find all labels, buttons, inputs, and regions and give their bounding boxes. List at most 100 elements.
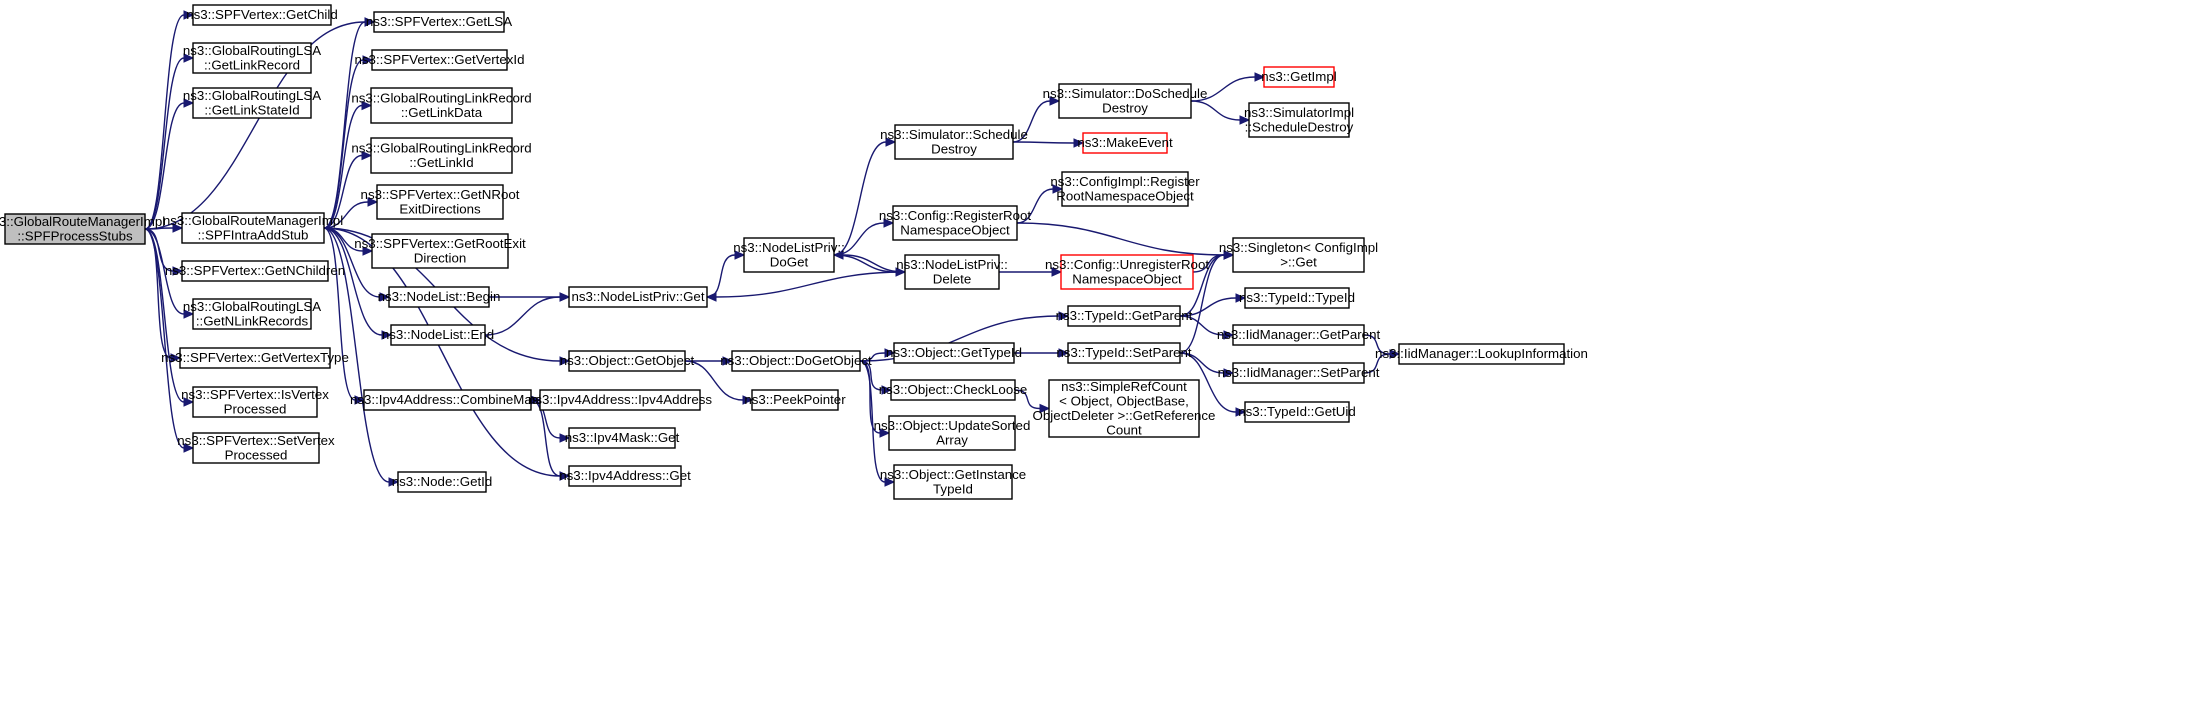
edge-object_dogetobject-to-object_gettypeid [859, 352, 886, 362]
node-lsa_getlinkstateid[interactable]: ns3::GlobalRoutingLSA::GetLinkStateId [183, 87, 321, 119]
node-configimpl_register[interactable]: ns3::ConfigImpl::RegisterRootNamespaceOb… [1050, 171, 1200, 207]
node-simplerefcount[interactable]: ns3::SimpleRefCount< Object, ObjectBase,… [1033, 379, 1216, 438]
edge-arrowhead [742, 395, 754, 405]
node-label: ns3::Config::UnregisterRoot [1045, 257, 1209, 272]
node-nlp_doget[interactable]: ns3::NodeListPriv::DoGet [733, 237, 845, 273]
edge-object_getobject-to-peekpointer [684, 360, 744, 401]
edge-arrowhead [364, 17, 376, 27]
node-makeevent[interactable]: ns3::MakeEvent [1077, 132, 1173, 154]
node-nlp_get[interactable]: ns3::NodeListPriv::Get [568, 286, 708, 308]
node-object_getobject[interactable]: ns3::Object::GetObject [560, 350, 695, 372]
node-label: ns3::SPFVertex::IsVertex [181, 387, 329, 402]
node-label: ::SPFProcessStubs [17, 228, 133, 243]
node-lr_getlinkdata[interactable]: ns3::GlobalRoutingLinkRecord::GetLinkDat… [351, 87, 532, 124]
node-box [1244, 287, 1350, 309]
edge-arrowhead [559, 433, 571, 443]
node-box [192, 42, 312, 74]
node-box [371, 49, 508, 71]
node-nlp_delete[interactable]: ns3::NodeListPriv::Delete [896, 254, 1008, 290]
node-peekpointer[interactable]: ns3::PeekPointer [744, 389, 846, 411]
node-combinemask[interactable]: ns3::Ipv4Address::CombineMask [350, 389, 545, 411]
node-box [751, 389, 839, 411]
node-label: Destroy [1102, 100, 1148, 115]
node-ipv4address_ctor[interactable]: ns3::Ipv4Address::Ipv4Address [528, 389, 712, 411]
edge-arrowhead [362, 246, 374, 256]
node-box [192, 386, 318, 418]
node-label: ns3::ConfigImpl::Register [1050, 174, 1200, 189]
node-config_unregister[interactable]: ns3::Config::UnregisterRootNamespaceObje… [1045, 254, 1209, 290]
node-iid_setparent[interactable]: ns3::IidManager::SetParent [1218, 362, 1380, 384]
node-lsa_getlinkrecord[interactable]: ns3::GlobalRoutingLSA::GetLinkRecord [183, 42, 321, 74]
node-label: Delete [933, 271, 971, 286]
node-getvertexid[interactable]: ns3::SPFVertex::GetVertexId [355, 49, 525, 71]
edge-arrowhead [367, 197, 379, 207]
edge-arrowhead [172, 266, 184, 276]
node-object_checkloose[interactable]: ns3::Object::CheckLoose [879, 379, 1028, 401]
node-label: ::GetLinkData [401, 105, 483, 120]
node-getlsa[interactable]: ns3::SPFVertex::GetLSA [366, 11, 512, 33]
edge-arrowhead [183, 98, 195, 108]
node-box [363, 389, 532, 411]
node-nodelist_end[interactable]: ns3::NodeList::End [382, 324, 494, 346]
node-node_getid[interactable]: ns3::Node::GetId [392, 471, 493, 493]
edge-arrowhead [885, 137, 897, 147]
node-label: ns3::GlobalRoutingLinkRecord [351, 140, 531, 155]
node-label: ::GetLinkId [409, 155, 473, 170]
node-simimpl_scheduledestroy[interactable]: ns3::SimulatorImpl::ScheduleDestroy [1244, 102, 1354, 138]
edge-arrowhead [722, 356, 734, 366]
node-box [192, 87, 312, 119]
edge-typeid_setparent-to-singleton_get [1179, 254, 1225, 354]
node-ipv4address_get[interactable]: ns3::Ipv4Address::Get [559, 465, 691, 487]
node-box [1263, 66, 1335, 88]
node-typeid_typeid[interactable]: ns3::TypeId::TypeId [1239, 287, 1355, 309]
node-object_dogetobject[interactable]: ns3::Object::DoGetObject [720, 350, 872, 372]
node-object_gettypeid[interactable]: ns3::Object::GetTypeId [886, 342, 1022, 364]
node-box [568, 427, 676, 449]
node-lr_getlinkid[interactable]: ns3::GlobalRoutingLinkRecord::GetLinkId [351, 137, 532, 174]
node-box [888, 415, 1016, 451]
node-label: Processed [224, 401, 287, 416]
node-nodelist_begin[interactable]: ns3::NodeList::Begin [378, 286, 501, 308]
node-getvertextype[interactable]: ns3::SPFVertex::GetVertexType [161, 347, 349, 369]
node-box [1061, 171, 1189, 207]
node-getchild[interactable]: ns3::SPFVertex::GetChild [186, 4, 338, 26]
edge-intraaddstub-to-getvertexid [323, 59, 364, 229]
node-label: ns3::SPFVertex::GetChild [186, 7, 338, 22]
node-sim_scheduledestroy[interactable]: ns3::Simulator::ScheduleDestroy [880, 124, 1028, 160]
node-getimpl[interactable]: ns3::GetImpl [1261, 66, 1337, 88]
node-label: ns3::IidManager::GetParent [1217, 327, 1381, 342]
node-label: ::GetNLinkRecords [196, 313, 309, 328]
node-label: ns3::NodeListPriv:: [733, 240, 845, 255]
edge-root-to-getchild [144, 14, 185, 230]
node-iid_getparent[interactable]: ns3::IidManager::GetParent [1217, 324, 1381, 346]
node-getnchildren[interactable]: ns3::SPFVertex::GetNChildren [165, 260, 345, 282]
node-ipv4mask_get[interactable]: ns3::Ipv4Mask::Get [565, 427, 680, 449]
edge-intraaddstub-to-getnrootexitdirections [323, 201, 369, 229]
node-root[interactable]: ns3::GlobalRouteManagerImpl::SPFProcessS… [0, 213, 165, 245]
node-label: ns3::NodeListPriv:: [896, 257, 1008, 272]
node-box [181, 212, 325, 244]
edge-config_registerroot-to-singleton_get [1016, 222, 1225, 256]
node-singleton_get[interactable]: ns3::Singleton< ConfigImpl>::Get [1219, 237, 1378, 273]
node-intraaddstub[interactable]: ns3::GlobalRouteManagerImpl::SPFIntraAdd… [163, 212, 343, 244]
node-iid_lookupinformation[interactable]: ns3::IidManager::LookupInformation [1375, 343, 1588, 365]
node-lsa_getnlinkrecords[interactable]: ns3::GlobalRoutingLSA::GetNLinkRecords [183, 298, 321, 330]
node-box [1232, 237, 1365, 273]
node-typeid_setparent[interactable]: ns3::TypeId::SetParent [1056, 342, 1192, 364]
node-box [179, 347, 331, 369]
edge-nlp_delete-to-nlp_get [715, 271, 906, 298]
node-label: ::GetLinkRecord [204, 57, 300, 72]
node-typeid_getparent[interactable]: ns3::TypeId::GetParent [1056, 305, 1193, 327]
node-box [904, 254, 1000, 290]
node-label: NamespaceObject [1072, 271, 1182, 286]
node-label: ns3::GlobalRouteManagerImpl [163, 213, 343, 228]
node-typeid_getuid[interactable]: ns3::TypeId::GetUid [1238, 401, 1356, 423]
